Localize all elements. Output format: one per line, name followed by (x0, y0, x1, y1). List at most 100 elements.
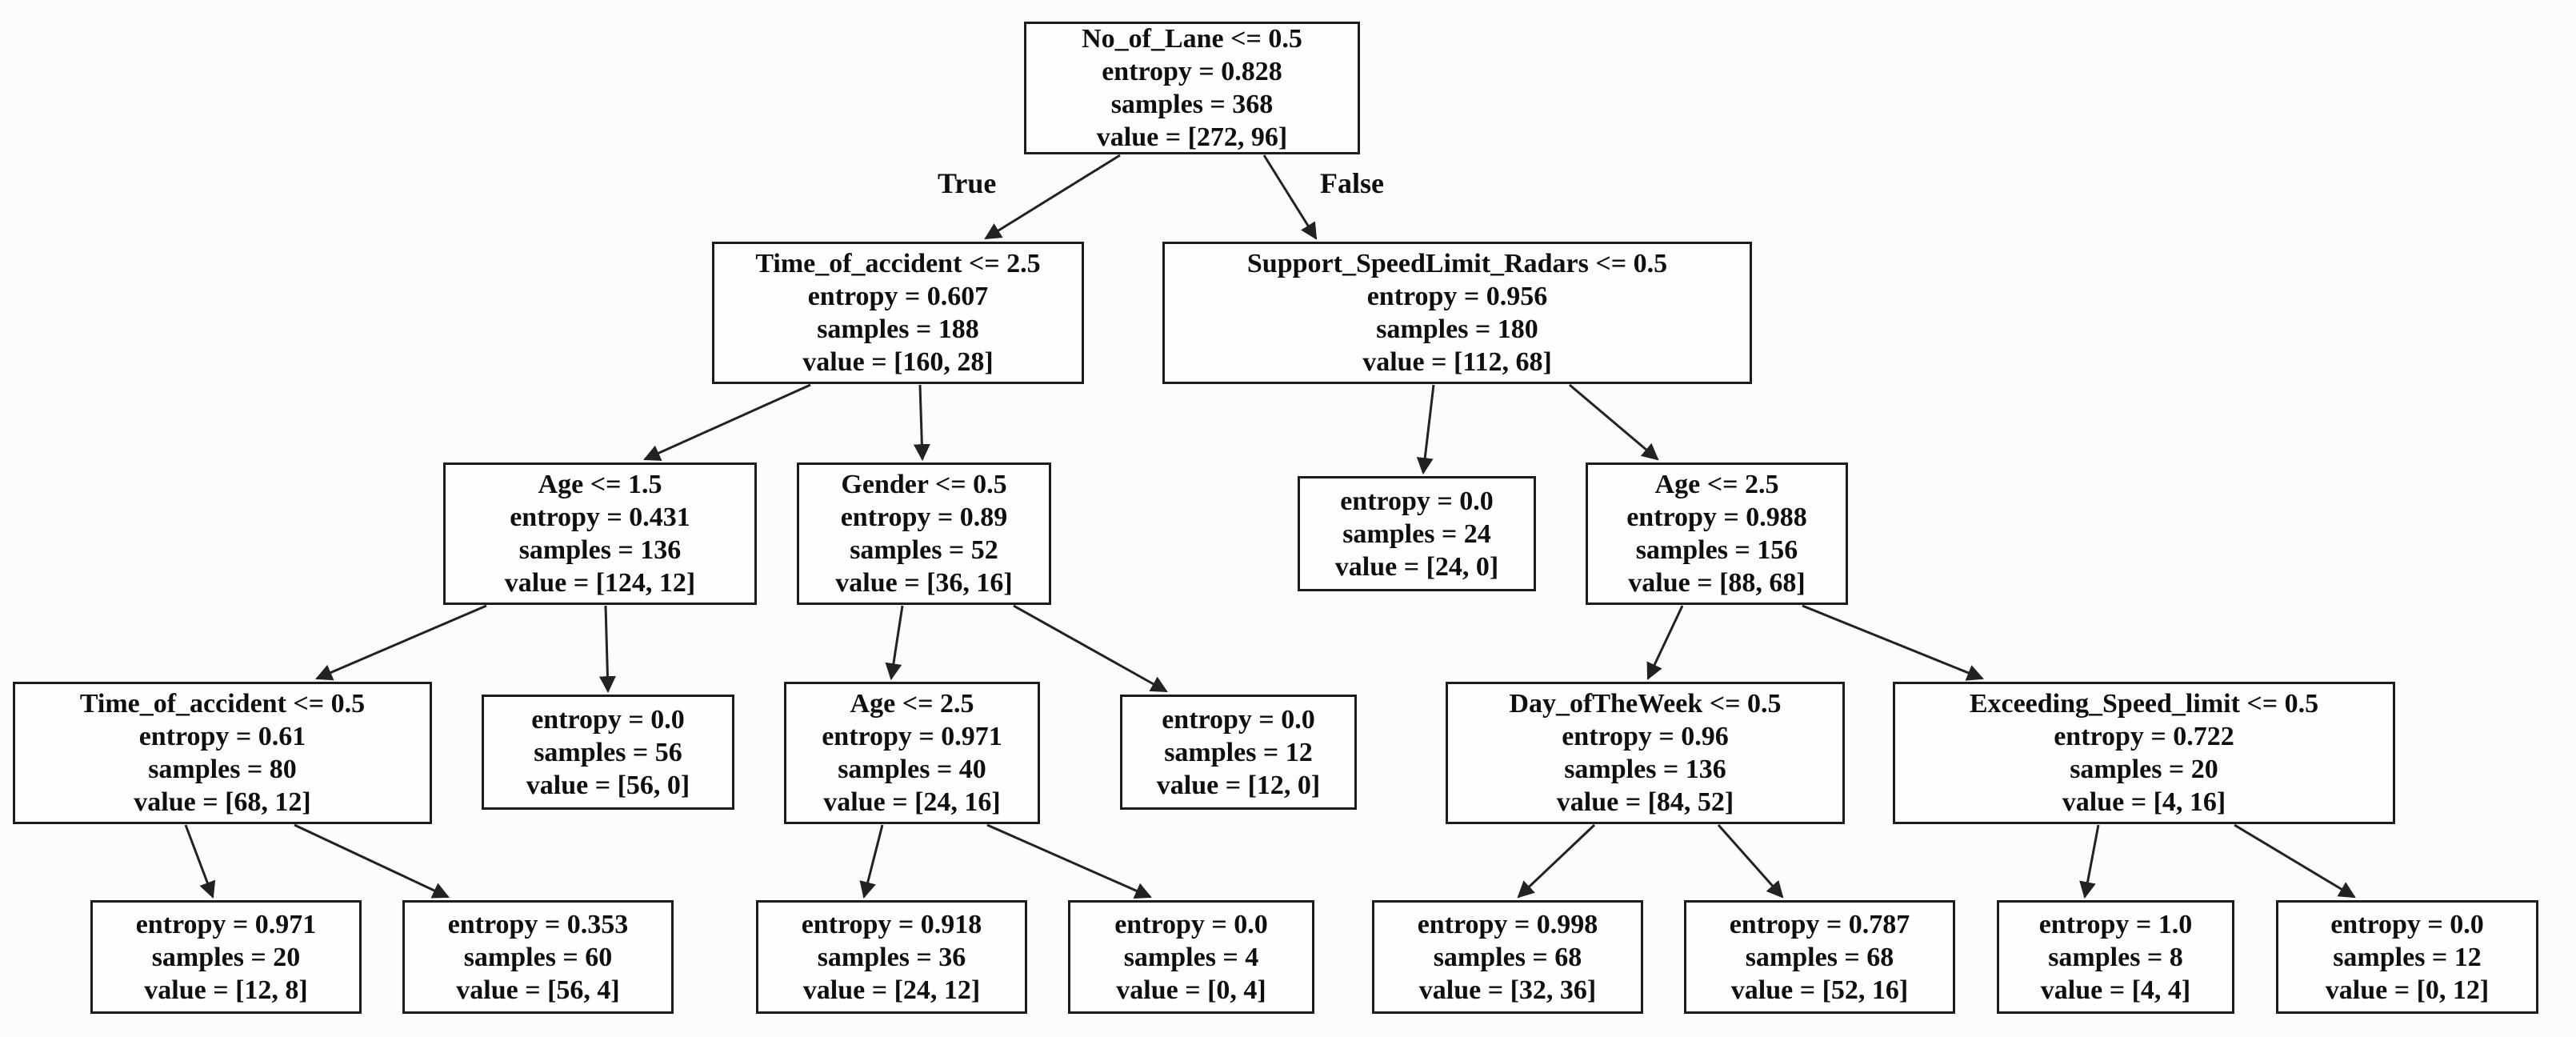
node-condition: Support_SpeedLimit_Radars <= 0.5 (1246, 249, 1668, 278)
edge (315, 604, 487, 681)
tree-node-age-2-5-b: Age <= 2.5 entropy = 0.971 samples = 40 … (784, 682, 1040, 824)
edge (885, 605, 904, 681)
node-samples: samples = 68 (1745, 942, 1894, 972)
node-entropy: entropy = 0.0 (2330, 909, 2484, 939)
node-entropy: entropy = 0.971 (135, 909, 317, 939)
node-value: value = [160, 28] (802, 347, 994, 377)
edge-label-false: False (1320, 167, 1384, 199)
edge (643, 383, 811, 461)
node-value: value = [68, 12] (134, 787, 311, 817)
edge (859, 824, 884, 899)
node-value: value = [24, 0] (1334, 551, 1499, 582)
node-condition: Day_ofTheWeek <= 0.5 (1509, 689, 1782, 719)
node-entropy: entropy = 0.607 (807, 282, 989, 311)
node-condition: Exceeding_Speed_limit <= 0.5 (1969, 689, 2319, 719)
node-entropy: entropy = 0.0 (1162, 704, 1315, 735)
edge (2079, 824, 2100, 899)
node-entropy: entropy = 0.0 (1340, 486, 1494, 516)
node-condition: Age <= 2.5 (1654, 470, 1779, 499)
node-entropy: entropy = 0.828 (1102, 57, 1282, 86)
node-samples: samples = 4 (1123, 942, 1259, 972)
edge (913, 384, 930, 462)
node-samples: samples = 60 (463, 942, 613, 972)
tree-node-age-2-5: Age <= 2.5 entropy = 0.988 samples = 156… (1586, 462, 1848, 605)
tree-node-leaf-56-0: entropy = 0.0 samples = 56 value = [56, … (482, 695, 734, 810)
tree-node-time-of-accident-0-5: Time_of_accident <= 0.5 entropy = 0.61 s… (13, 682, 432, 824)
node-entropy: entropy = 0.918 (801, 909, 982, 939)
node-samples: samples = 36 (817, 942, 966, 972)
edge-label-true: True (938, 167, 997, 199)
node-entropy: entropy = 0.89 (840, 502, 1008, 532)
edge (1569, 383, 1659, 461)
edge (1717, 824, 1784, 899)
node-samples: samples = 52 (850, 535, 998, 565)
node-entropy: entropy = 0.0 (1114, 909, 1268, 939)
edge (1013, 604, 1168, 693)
edge (1517, 823, 1596, 899)
node-entropy: entropy = 0.722 (2054, 722, 2234, 751)
node-entropy: entropy = 0.61 (138, 722, 306, 751)
node-condition: Time_of_accident <= 2.5 (755, 249, 1041, 278)
tree-node-time-of-accident-2-5: Time_of_accident <= 2.5 entropy = 0.607 … (712, 242, 1084, 384)
node-entropy: entropy = 0.431 (510, 502, 690, 532)
edge (1416, 384, 1435, 475)
node-value: value = [112, 68] (1362, 347, 1552, 377)
tree-node-leaf-24-0: entropy = 0.0 samples = 24 value = [24, … (1298, 476, 1536, 591)
node-entropy: entropy = 0.353 (447, 909, 629, 939)
node-value: value = [4, 4] (2040, 975, 2191, 1005)
edge-root-true (984, 154, 1121, 240)
node-condition: No_of_Lane <= 0.5 (1082, 24, 1302, 54)
node-value: value = [12, 8] (144, 975, 308, 1005)
node-value: value = [24, 12] (802, 975, 981, 1005)
node-samples: samples = 24 (1342, 518, 1491, 549)
node-samples: samples = 156 (1635, 535, 1798, 565)
node-value: value = [88, 68] (1628, 568, 1806, 598)
node-samples: samples = 8 (2048, 942, 2183, 972)
node-samples: samples = 56 (534, 737, 682, 767)
tree-node-leaf-24-12: entropy = 0.918 samples = 36 value = [24… (756, 900, 1027, 1014)
node-samples: samples = 20 (2070, 755, 2218, 784)
tree-node-leaf-0-12: entropy = 0.0 samples = 12 value = [0, 1… (2276, 900, 2538, 1014)
node-samples: samples = 40 (838, 755, 986, 784)
node-entropy: entropy = 0.96 (1562, 722, 1729, 751)
tree-node-leaf-12-0: entropy = 0.0 samples = 12 value = [12, … (1120, 695, 1357, 810)
edge (184, 824, 216, 899)
node-entropy: entropy = 0.971 (822, 722, 1002, 751)
node-entropy: entropy = 0.0 (531, 704, 685, 735)
node-value: value = [56, 4] (456, 975, 620, 1005)
tree-node-leaf-0-4: entropy = 0.0 samples = 4 value = [0, 4] (1068, 900, 1314, 1014)
tree-node-leaf-52-16: entropy = 0.787 samples = 68 value = [52… (1684, 900, 1955, 1014)
node-samples: samples = 12 (1164, 737, 1313, 767)
node-value: value = [84, 52] (1556, 787, 1734, 817)
node-samples: samples = 180 (1376, 314, 1538, 344)
node-value: value = [4, 16] (2062, 787, 2226, 817)
edge (598, 605, 616, 694)
node-value: value = [36, 16] (835, 568, 1013, 598)
edge (1802, 604, 1984, 681)
tree-node-age-1-5: Age <= 1.5 entropy = 0.431 samples = 136… (443, 462, 757, 605)
edge-root-false (1262, 154, 1318, 240)
node-condition: Age <= 2.5 (850, 689, 974, 719)
edge (294, 823, 450, 899)
node-condition: Time_of_accident <= 0.5 (79, 689, 366, 719)
node-value: value = [56, 0] (526, 770, 690, 800)
node-value: value = [124, 12] (504, 568, 696, 598)
node-value: value = [0, 12] (2325, 975, 2490, 1005)
node-value: value = [24, 16] (823, 787, 1001, 817)
node-entropy: entropy = 0.998 (1417, 909, 1598, 939)
tree-node-day-of-the-week: Day_ofTheWeek <= 0.5 entropy = 0.96 samp… (1446, 682, 1845, 824)
tree-node-gender-0-5: Gender <= 0.5 entropy = 0.89 samples = 5… (797, 462, 1051, 605)
node-samples: samples = 12 (2333, 942, 2482, 972)
tree-node-exceeding-speed-limit: Exceeding_Speed_limit <= 0.5 entropy = 0… (1893, 682, 2395, 824)
node-condition: Gender <= 0.5 (841, 470, 1007, 499)
node-value: value = [12, 0] (1156, 770, 1321, 800)
node-samples: samples = 20 (151, 942, 301, 972)
tree-node-leaf-32-36: entropy = 0.998 samples = 68 value = [32… (1372, 900, 1643, 1014)
node-value: value = [272, 96] (1096, 122, 1288, 152)
node-value: value = [32, 36] (1418, 975, 1597, 1005)
tree-node-leaf-4-4: entropy = 1.0 samples = 8 value = [4, 4] (1997, 900, 2234, 1014)
node-entropy: entropy = 1.0 (2038, 909, 2193, 939)
edge (1646, 605, 1684, 680)
edge (986, 823, 1152, 899)
